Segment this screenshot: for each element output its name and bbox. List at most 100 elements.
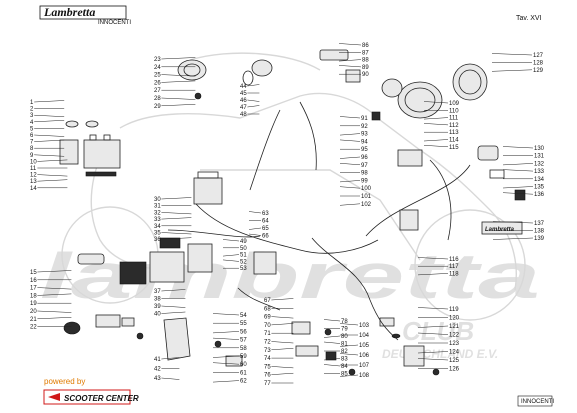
leader-line	[417, 351, 449, 354]
ignition-coil	[225, 355, 243, 367]
part-callout: 115	[449, 145, 459, 151]
part-callout: 86	[362, 43, 369, 49]
footer: powered by SCOOTER CENTER INNOCENTI	[43, 377, 554, 407]
screw	[432, 368, 440, 376]
part-callout: 24	[154, 65, 161, 71]
part-callout: 131	[534, 154, 545, 160]
part-callout: 20	[30, 309, 37, 315]
leader-line	[491, 69, 533, 72]
part-callout: 91	[361, 116, 368, 122]
cooling-grille	[119, 261, 147, 285]
part-callout: 37	[154, 289, 161, 295]
plate-number: Tav. XVI	[516, 15, 542, 22]
leader-line	[34, 114, 65, 117]
leader-line	[423, 101, 449, 104]
leader-line	[161, 97, 196, 100]
part-callout: 52	[240, 259, 247, 265]
brand-logo-frame	[39, 5, 127, 20]
part-callout: 98	[361, 171, 368, 177]
leader-line	[323, 319, 341, 322]
leader-line	[417, 257, 449, 260]
leader-line	[502, 163, 534, 166]
wiring-loom	[365, 164, 471, 237]
junction-box	[345, 69, 361, 83]
scooter-handlebar-outline	[189, 52, 321, 71]
part-callout: 19	[30, 301, 37, 307]
leader-line	[338, 59, 362, 62]
leader-line	[161, 357, 180, 360]
part-callout: 62	[240, 379, 247, 385]
part-callout: 31	[154, 204, 161, 210]
part-callout: 96	[361, 155, 368, 161]
parking-lamp	[77, 253, 105, 265]
part-callout: 71	[264, 331, 271, 337]
leader-line	[161, 57, 196, 60]
part-callout: 10	[30, 159, 37, 165]
part-callout: 81	[341, 342, 348, 348]
horn-fixing	[194, 92, 202, 100]
leader-line	[34, 139, 65, 142]
part-callout: 75	[264, 364, 271, 370]
part-callout: 23	[154, 57, 161, 63]
part-callout: 6	[30, 133, 34, 139]
leader-line	[161, 232, 192, 235]
part-callout: 85	[341, 372, 348, 378]
leader-line	[161, 311, 186, 314]
leader-line	[417, 332, 449, 335]
leader-line	[323, 341, 341, 344]
part-callout: 125	[449, 358, 460, 364]
part-callout: 28	[154, 96, 161, 102]
part-callout: 57	[240, 338, 247, 344]
battery-terminal	[89, 134, 97, 141]
part-callout: 103	[359, 323, 370, 329]
switch-knob	[325, 351, 337, 361]
leader-line	[323, 358, 341, 361]
part-callout: 128	[533, 60, 544, 66]
leader-line	[161, 289, 186, 292]
part-callout: 41	[154, 357, 161, 363]
part-callout: 43	[154, 376, 161, 382]
part-callout: 63	[262, 211, 269, 217]
part-callout: 126	[449, 367, 460, 373]
part-callout: 74	[264, 356, 271, 362]
headlamp-rim	[381, 78, 403, 98]
part-callout: 124	[449, 350, 460, 356]
part-callout: 87	[362, 50, 369, 56]
part-callout: 54	[240, 313, 247, 319]
stop-switch	[514, 189, 526, 201]
part-callout: 89	[362, 65, 369, 71]
callout-layer: 1234567891011121314151617181920212223242…	[30, 43, 545, 387]
leader-line	[417, 273, 449, 276]
part-callout: 15	[30, 270, 37, 276]
regulator-cover	[197, 171, 219, 179]
part-callout: 33	[154, 217, 161, 223]
part-callout: 39	[154, 304, 161, 310]
part-callout: 123	[449, 341, 460, 347]
leader-line	[323, 335, 341, 338]
leader-line	[161, 237, 192, 240]
part-callout: 11	[30, 166, 37, 172]
leader-line	[248, 233, 262, 236]
part-callout: 109	[449, 101, 460, 107]
part-callout: 110	[449, 108, 459, 114]
part-callout: 59	[240, 354, 247, 360]
sponsor-logo: SCOOTER CENTER	[64, 394, 139, 403]
wiring-loom	[249, 109, 281, 191]
battery-bracket	[59, 139, 79, 165]
leader-line	[339, 344, 359, 347]
part-callout: 9	[30, 153, 34, 159]
horn	[63, 321, 81, 335]
leader-line	[271, 316, 294, 319]
part-callout: 113	[449, 130, 459, 136]
part-callout: 121	[449, 324, 460, 330]
brand-logo-sub: INNOCENTI	[98, 20, 131, 26]
part-callout: 27	[154, 88, 161, 94]
leader-line	[271, 348, 294, 351]
leader-line	[339, 156, 361, 159]
screw	[136, 332, 144, 340]
part-callout: 40	[154, 312, 161, 318]
part-callout: 105	[359, 343, 370, 349]
part-callout: 2	[30, 107, 34, 113]
sponsor-logo-frame	[43, 389, 131, 405]
part-callout: 93	[361, 132, 368, 138]
